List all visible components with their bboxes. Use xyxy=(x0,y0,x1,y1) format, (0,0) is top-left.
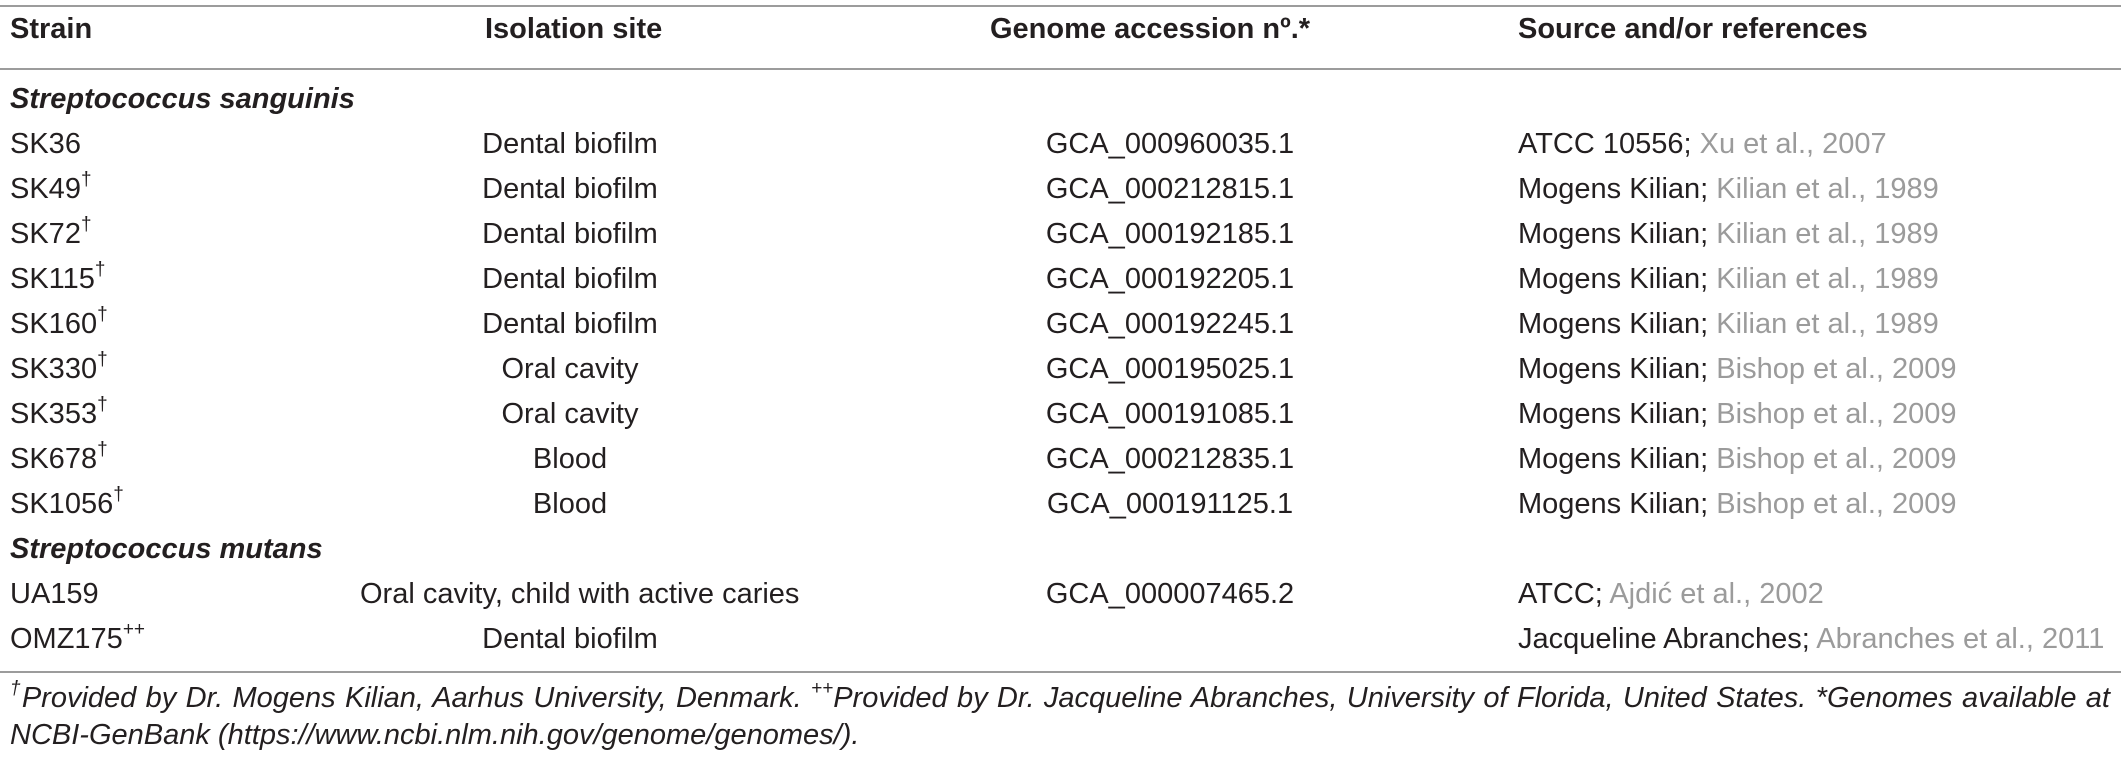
strain-cell: SK36 xyxy=(10,128,81,160)
group-name: Streptococcus sanguinis xyxy=(10,83,355,115)
table-footnote: †Provided by Dr. Mogens Kilian, Aarhus U… xyxy=(10,678,2110,754)
source-cell: Mogens Kilian; Kilian et al., 1989 xyxy=(1518,173,1939,205)
source-cell: ATCC; Ajdić et al., 2002 xyxy=(1518,578,1824,610)
reference-link[interactable]: Kilian et al., 1989 xyxy=(1716,173,1939,205)
table-bottom-rule xyxy=(0,671,2121,673)
source-cell: Mogens Kilian; Bishop et al., 2009 xyxy=(1518,443,1957,475)
table-row: SK1056† Blood GCA_000191125.1 Mogens Kil… xyxy=(0,482,2121,527)
footnote-text-abranches: Provided by Dr. Jacqueline Abranches, Un… xyxy=(10,682,2110,751)
site-cell: Blood xyxy=(532,488,608,520)
site-cell: Dental biofilm xyxy=(482,173,658,205)
strain-cell: SK160† xyxy=(10,304,108,340)
source-cell: Mogens Kilian; Kilian et al., 1989 xyxy=(1518,263,1939,295)
accession-cell: GCA_000192245.1 xyxy=(1045,308,1295,340)
accession-cell: GCA_000192205.1 xyxy=(1045,263,1295,295)
site-cell: Dental biofilm xyxy=(482,218,658,250)
table-row: SK115† Dental biofilm GCA_000192205.1 Mo… xyxy=(0,257,2121,302)
reference-link[interactable]: Bishop et al., 2009 xyxy=(1716,488,1957,520)
site-cell: Dental biofilm xyxy=(482,128,658,160)
strain-cell: SK72† xyxy=(10,214,92,250)
group-name: Streptococcus mutans xyxy=(10,533,323,565)
site-cell: Dental biofilm xyxy=(482,308,658,340)
header-strain: Strain xyxy=(10,13,93,45)
strain-cell: SK353† xyxy=(10,394,108,430)
accession-cell: GCA_000195025.1 xyxy=(1045,353,1295,385)
reference-link[interactable]: Abranches et al., 2011 xyxy=(1816,623,2105,655)
reference-link[interactable]: Bishop et al., 2009 xyxy=(1716,398,1957,430)
table-row: SK678† Blood GCA_000212835.1 Mogens Kili… xyxy=(0,437,2121,482)
table-row: SK160† Dental biofilm GCA_000192245.1 Mo… xyxy=(0,302,2121,347)
site-cell: Dental biofilm xyxy=(482,263,658,295)
source-cell: Jacqueline Abranches; Abranches et al., … xyxy=(1518,623,2105,655)
header-isolation-site: Isolation site xyxy=(485,13,663,45)
accession-cell: GCA_000960035.1 xyxy=(1045,128,1295,160)
header-source: Source and/or references xyxy=(1518,13,1868,45)
table-row: SK36 Dental biofilm GCA_000960035.1 ATCC… xyxy=(0,122,2121,167)
site-cell: Oral cavity xyxy=(501,353,639,385)
strain-cell: SK1056† xyxy=(10,484,124,520)
source-cell: ATCC 10556; Xu et al., 2007 xyxy=(1518,128,1887,160)
accession-cell: GCA_000192185.1 xyxy=(1045,218,1295,250)
reference-link[interactable]: Bishop et al., 2009 xyxy=(1716,443,1957,475)
footnote-text-kilian: Provided by Dr. Mogens Kilian, Aarhus Un… xyxy=(21,682,811,714)
source-cell: Mogens Kilian; Kilian et al., 1989 xyxy=(1518,308,1939,340)
source-cell: Mogens Kilian; Bishop et al., 2009 xyxy=(1518,353,1957,385)
accession-cell: GCA_000191125.1 xyxy=(1046,488,1294,520)
source-cell: Mogens Kilian; Bishop et al., 2009 xyxy=(1518,398,1957,430)
group-row: Streptococcus sanguinis xyxy=(0,77,2121,122)
accession-cell: GCA_000191085.1 xyxy=(1045,398,1295,430)
table-row: OMZ175++ Dental biofilm Jacqueline Abran… xyxy=(0,617,2121,662)
table-header-row: Strain Isolation site Genome accession n… xyxy=(0,7,2121,52)
reference-link[interactable]: Bishop et al., 2009 xyxy=(1716,353,1957,385)
site-cell: Dental biofilm xyxy=(482,623,658,655)
strain-cell: SK678† xyxy=(10,439,108,475)
table-header-rule xyxy=(0,68,2121,70)
reference-link[interactable]: Kilian et al., 1989 xyxy=(1716,218,1939,250)
table-row: SK72† Dental biofilm GCA_000192185.1 Mog… xyxy=(0,212,2121,257)
reference-link[interactable]: Ajdić et al., 2002 xyxy=(1609,578,1824,610)
site-cell: Oral cavity xyxy=(501,398,639,430)
strain-cell: OMZ175++ xyxy=(10,619,146,655)
table-row: UA159 Oral cavity, child with active car… xyxy=(0,572,2121,617)
accession-cell: GCA_000212815.1 xyxy=(1045,173,1295,205)
strain-cell: SK115† xyxy=(10,259,106,295)
footnote-mark-dagger: † xyxy=(10,678,22,700)
table-row: SK330† Oral cavity GCA_000195025.1 Mogen… xyxy=(0,347,2121,392)
footnote-mark-plus: ++ xyxy=(810,678,834,700)
site-cell: Oral cavity, child with active caries xyxy=(360,578,800,610)
group-row: Streptococcus mutans xyxy=(0,527,2121,572)
site-cell: Blood xyxy=(532,443,608,475)
strain-cell: SK330† xyxy=(10,349,108,385)
reference-link[interactable]: Xu et al., 2007 xyxy=(1699,128,1887,160)
source-cell: Mogens Kilian; Kilian et al., 1989 xyxy=(1518,218,1939,250)
strain-cell: UA159 xyxy=(10,578,99,610)
reference-link[interactable]: Kilian et al., 1989 xyxy=(1716,263,1939,295)
strain-cell: SK49† xyxy=(10,169,92,205)
accession-cell: GCA_000212835.1 xyxy=(1045,443,1295,475)
source-cell: Mogens Kilian; Bishop et al., 2009 xyxy=(1518,488,1957,520)
header-genome-accession: Genome accession nº.* xyxy=(990,13,1311,45)
accession-cell: GCA_000007465.2 xyxy=(1045,578,1295,610)
table-row: SK49† Dental biofilm GCA_000212815.1 Mog… xyxy=(0,167,2121,212)
reference-link[interactable]: Kilian et al., 1989 xyxy=(1716,308,1939,340)
table-top-rule xyxy=(0,5,2121,7)
table-row: SK353† Oral cavity GCA_000191085.1 Mogen… xyxy=(0,392,2121,437)
